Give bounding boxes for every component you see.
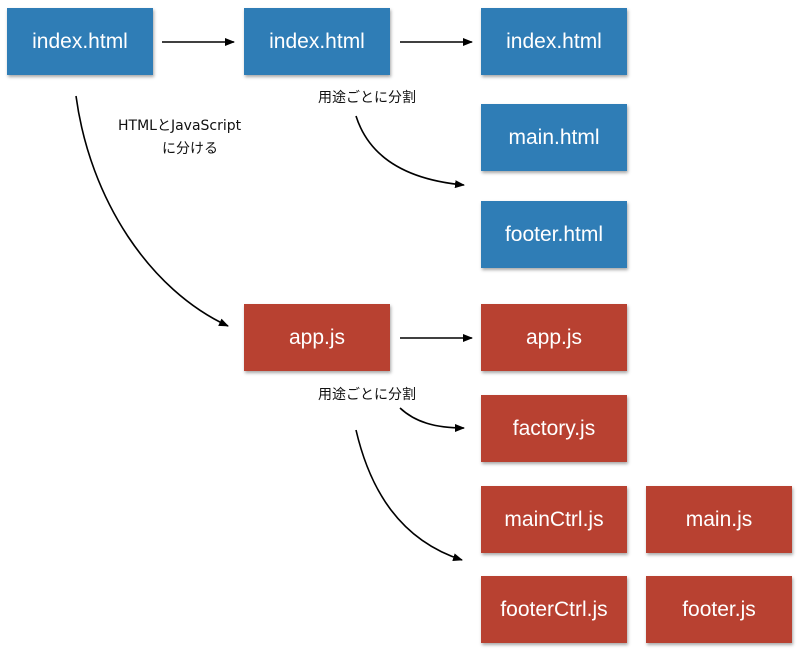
index-html-source-box: index.html [7, 8, 153, 75]
arrow-split-to-ctrl-files [355, 429, 463, 562]
main-js-box: main.js [646, 486, 792, 553]
app-js-split-box: app.js [481, 304, 627, 371]
mainctrl-js-box: mainCtrl.js [481, 486, 627, 553]
index-html-middle-box: index.html [244, 8, 390, 75]
index-html-split-box: index.html [481, 8, 627, 75]
arrow-split-to-factory [399, 407, 465, 432]
arrow-index-to-appjs [75, 95, 229, 327]
factory-js-box: factory.js [481, 395, 627, 462]
app-js-source-box: app.js [244, 304, 390, 371]
html-js-split-label-line1: HTMLとJavaScript [118, 118, 242, 134]
footer-js-box: footer.js [646, 576, 792, 643]
html-js-split-label-line2: に分ける [162, 141, 218, 157]
footerctrl-js-box: footerCtrl.js [481, 576, 627, 643]
main-html-box: main.html [481, 104, 627, 171]
footer-html-box: footer.html [481, 201, 627, 268]
split-by-use-js-label: 用途ごとに分割 [318, 387, 416, 403]
split-by-use-html-label: 用途ごとに分割 [318, 90, 416, 106]
arrow-split-to-main-footer [355, 115, 465, 189]
